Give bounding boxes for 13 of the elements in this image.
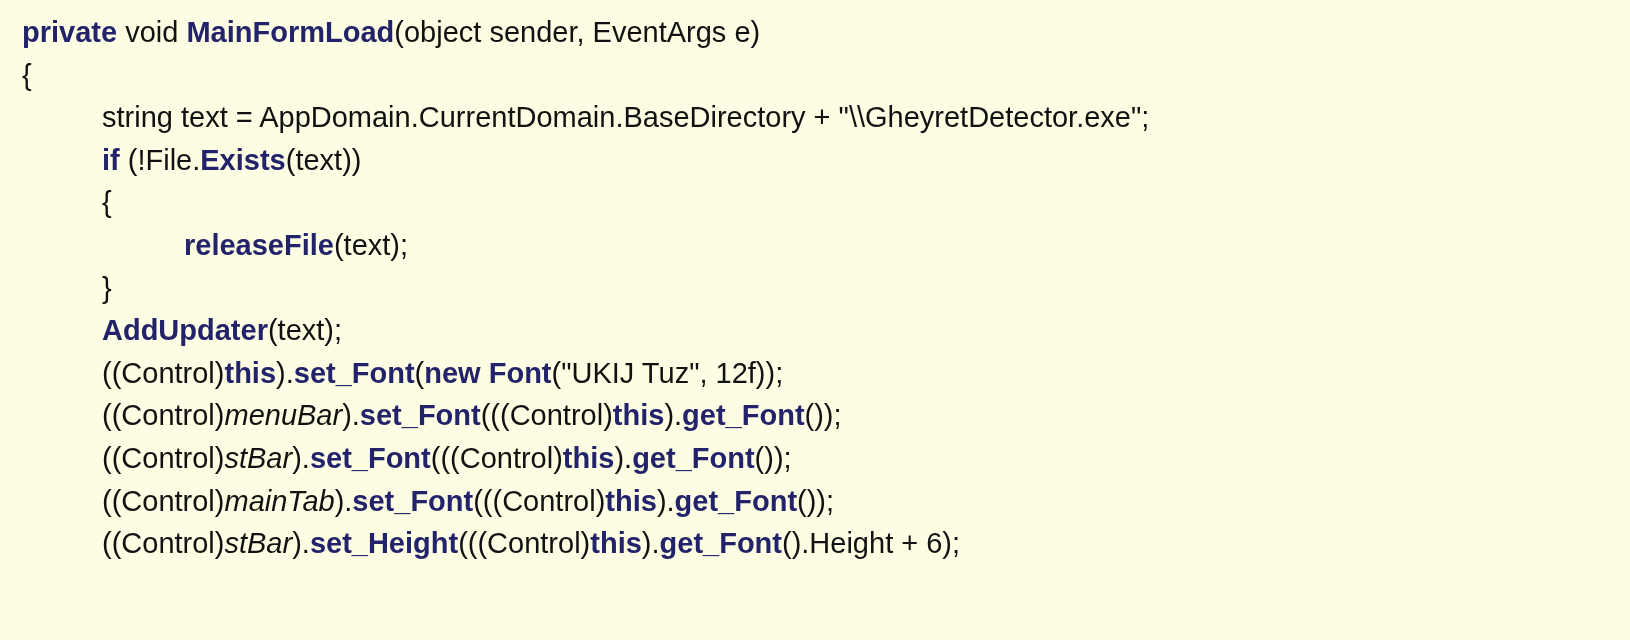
code-line: }: [102, 270, 112, 306]
code-line: releaseFile(text);: [184, 228, 409, 263]
code-line: {: [102, 185, 112, 221]
code-line: ((Control)menuBar).set_Font(((Control)this).get_Font());: [102, 398, 842, 434]
code-line: ((Control)stBar).set_Height(((Control)this).get_Font().Height + 6);: [102, 526, 961, 562]
code-line: {: [22, 57, 32, 93]
code-line: string text = AppDomain.CurrentDomain.BaseDirectory + "\\GheyretDetector.exe";: [102, 100, 1150, 136]
code-line: ((Control)mainTab).set_Font(((Control)this).get_Font());: [102, 483, 835, 519]
code-line: ((Control)this).set_Font(new Font("UKIJ Tuz", 12f));: [102, 355, 784, 391]
code-line: private void MainFormLoad(object sender, EventArgs e): [22, 15, 761, 50]
code-line: AddUpdater(text);: [102, 313, 343, 349]
code-line: ((Control)stBar).set_Font(((Control)this).get_Font());: [102, 441, 792, 476]
code-line: if (!File.Exists(text)): [102, 142, 362, 178]
